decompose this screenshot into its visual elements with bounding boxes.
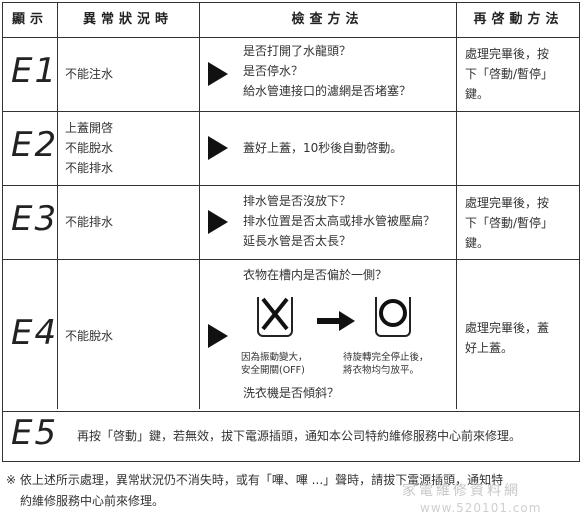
restart-e4: 處理完畢後，蓋 好上蓋。 [465,321,550,355]
arrow-icon [208,136,228,160]
watermark-url: www.520101.com [420,501,542,515]
condition-e4: 不能脫水 [65,329,114,343]
message-e5: 再按「啓動」鍵，若無效，拔下電源插頭，通知本公司特約維修服務中心前來修理。 [77,429,522,443]
divider [3,111,579,112]
error-code-e2: E2 [11,125,59,165]
figure-caption-right: 待旋轉完全停止後， 將衣物均勻放平。 [343,352,429,376]
error-code-e3: E3 [11,199,59,239]
check-e1: 是否打開了水龍頭？ 是否停水？ 給水管連接口的濾網是否堵塞？ [243,44,412,98]
error-code-e1: E1 [11,51,59,91]
circle-icon [379,299,407,327]
error-code-table: 顯示 異常狀況時 檢查方法 再啓動方法 E1 不能注水 是否打開了水龍頭？ 是否… [2,2,580,462]
restart-e1: 處理完畢後，按 下「啓動/暫停」 鍵。 [465,47,554,101]
footer-note: ※ 依上述所示處理，異常狀況仍不消失時，或有「嗶、嗶 ...」聲時，請拔下電源插… [6,470,578,512]
figure-caption-left: 因為振動變大， 安全開關(OFF) [241,352,308,376]
arrow-icon [208,210,228,234]
condition-e2: 上蓋開啓 不能脫水 不能排水 [65,121,114,175]
divider [456,3,457,409]
divider [3,259,579,260]
header-restart: 再啓動方法 [473,12,564,27]
tub-balanced-figure [371,291,415,343]
header-check: 檢查方法 [291,12,364,27]
tub-outline [375,297,411,337]
divider [3,37,579,38]
check-e4-bottom: 洗衣機是否傾斜？ [243,386,340,400]
divider [199,3,200,409]
divider [3,411,579,412]
arrow-icon [208,62,228,86]
check-e3: 排水管是否沒放下？ 排水位置是否太高或排水管被壓扁？ 延長水管是否太長？ [243,194,436,248]
condition-e1: 不能注水 [65,67,114,81]
tub-outline [257,297,293,337]
cross-icon [261,297,289,331]
condition-e3: 不能排水 [65,215,114,229]
footer-line-1: ※ 依上述所示處理，異常狀況仍不消失時，或有「嗶、嗶 ...」聲時，請拔下電源插… [6,473,504,487]
arrow-icon [208,324,228,348]
header-condition: 異常狀況時 [82,12,173,27]
divider [3,185,579,186]
divider [57,3,58,409]
tub-unbalanced-figure [253,291,297,343]
error-code-e4: E4 [11,313,59,353]
watermark-title: 家電維修資料網 [402,483,521,499]
restart-e3: 處理完畢後，按 下「啓動/暫停」 鍵。 [465,196,554,250]
error-code-e5: E5 [11,413,59,453]
header-display: 顯示 [11,12,48,27]
footer-line-2: 約維修服務中心前來修理。 [20,494,165,508]
right-arrow-icon [317,311,355,331]
check-e2: 蓋好上蓋，10秒後自動啓動。 [243,141,403,155]
check-e4-top: 衣物在槽内是否偏於一側？ [243,268,388,282]
